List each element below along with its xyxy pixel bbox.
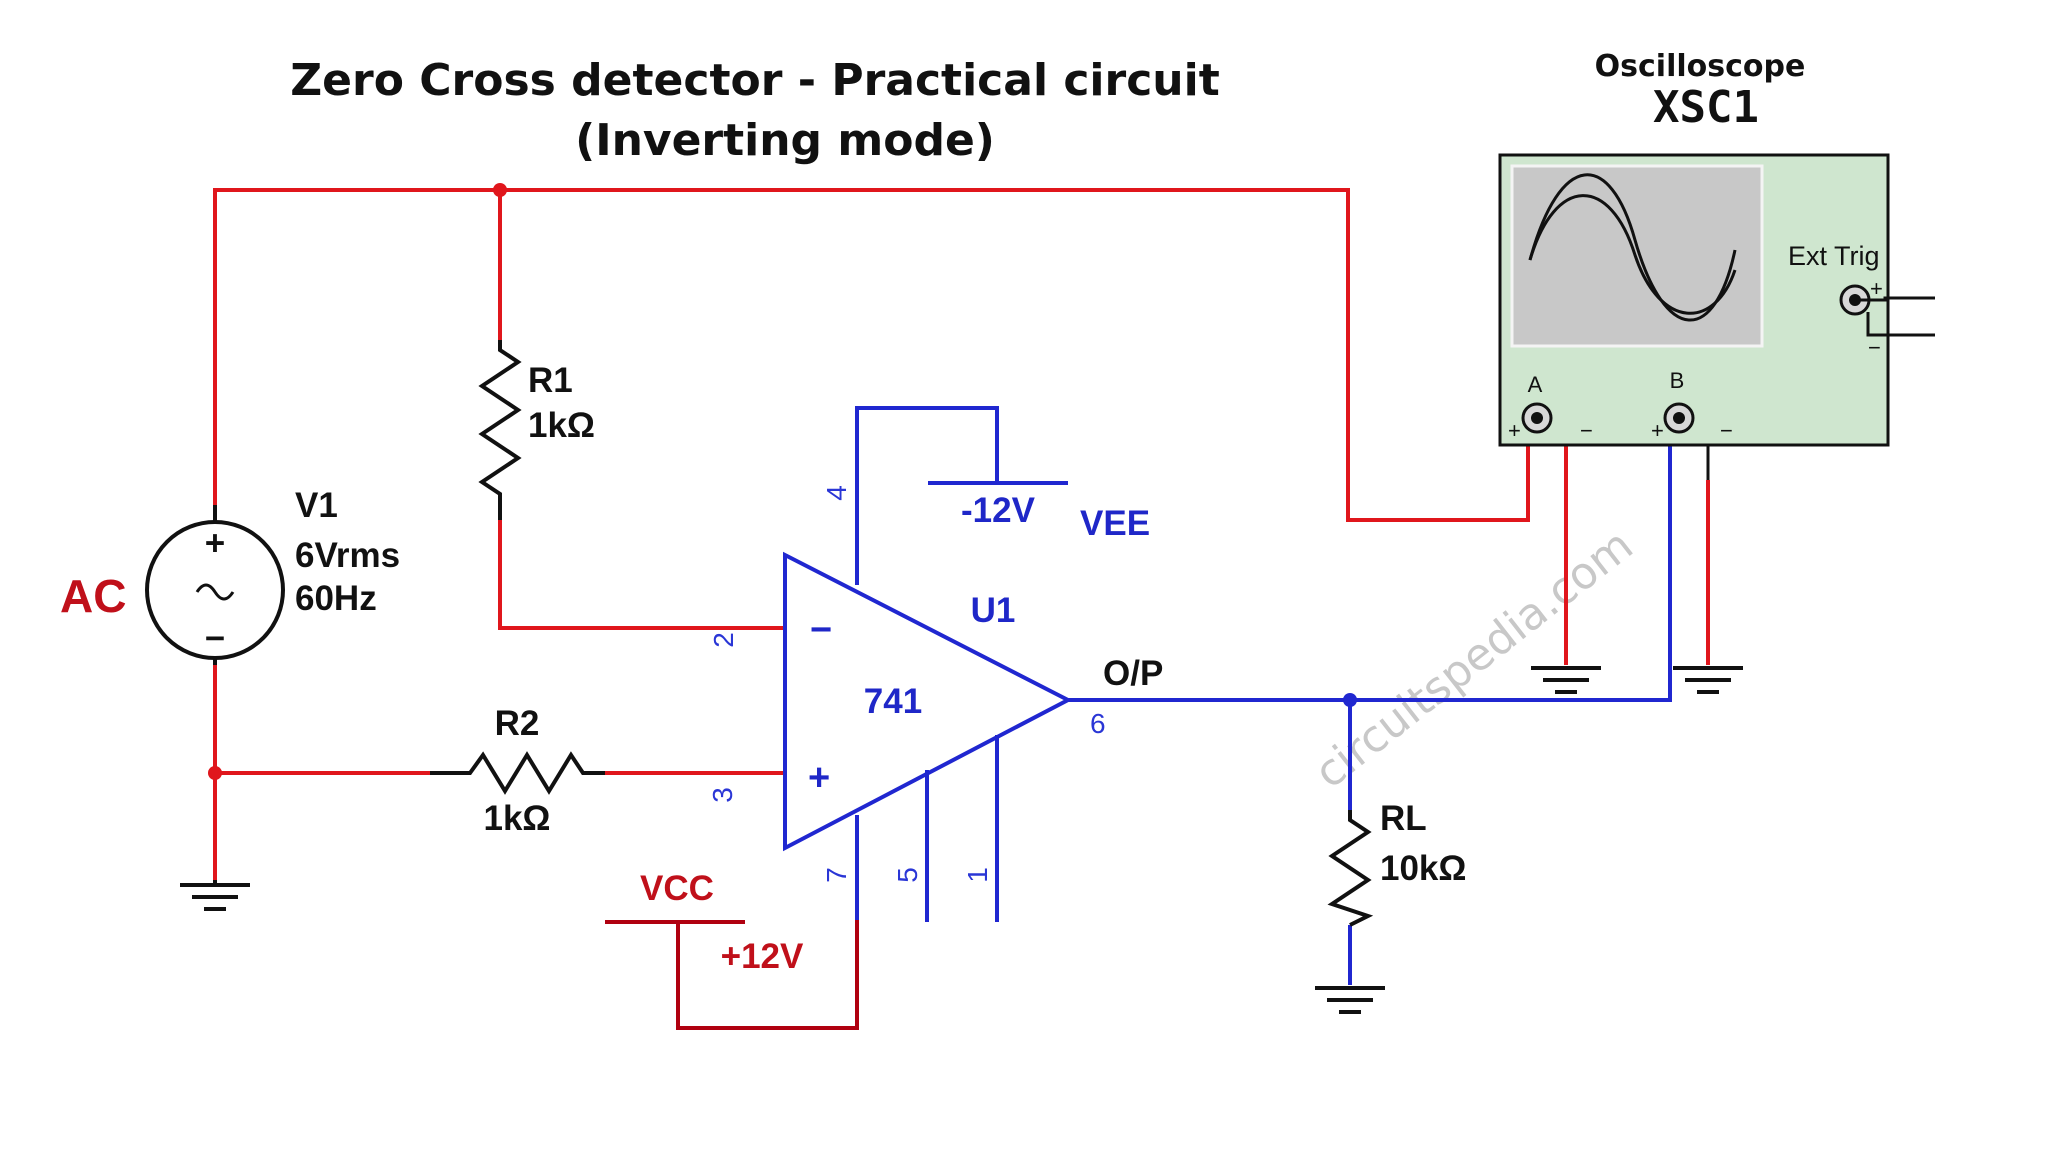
ext-trig-leads: [1855, 296, 1935, 337]
source-frequency: 60Hz: [295, 579, 377, 618]
oscilloscope-xsc1[interactable]: Ext Trig A B + − + − + −: [1498, 153, 1890, 447]
channel-b-label: B: [1670, 368, 1685, 393]
source-voltage: 6Vrms: [295, 536, 400, 575]
opamp-triangle: [783, 551, 1073, 852]
wire-pin4-to-vee: [855, 406, 999, 585]
red-wires: [213, 188, 1710, 880]
pin-6-label: 6: [1090, 708, 1106, 739]
opamp-ref: U1: [971, 591, 1016, 630]
channel-a-plus: +: [1508, 418, 1521, 443]
ground-symbol-scope-a: [1531, 666, 1601, 694]
channel-b-plus: +: [1651, 418, 1664, 443]
blue-wires: [855, 406, 1672, 985]
wire-output: [1068, 425, 1672, 702]
source-plus-sign: +: [205, 524, 225, 563]
oscilloscope-screen: [1510, 164, 1764, 348]
waveform-trace-b: [1528, 194, 1737, 315]
vee-value: -12V: [961, 491, 1036, 530]
channel-a-terminal-icon[interactable]: [1521, 402, 1553, 434]
channel-a-label: A: [1528, 372, 1543, 397]
wire-vcc-to-pin7: [676, 920, 859, 1030]
opamp-model: 741: [864, 682, 922, 721]
pin-7-label: 7: [821, 867, 852, 883]
pin-4-label: 4: [821, 485, 852, 501]
sine-symbol-icon: [195, 583, 235, 601]
oscilloscope-title: Oscilloscope: [1595, 49, 1806, 84]
ac-label: AC: [60, 570, 126, 622]
r1-name: R1: [528, 361, 573, 400]
ground-symbol-rl: [1315, 986, 1385, 1014]
source-minus-sign: −: [205, 619, 225, 658]
opamp-inverting-sign: −: [810, 609, 832, 651]
rl-resistor-icon: [1327, 810, 1374, 927]
r2-name: R2: [495, 704, 540, 743]
vee-name: VEE: [1080, 504, 1150, 543]
source-name: V1: [295, 486, 338, 525]
junction-output: [1343, 693, 1357, 707]
ext-trig-label: Ext Trig: [1788, 241, 1880, 271]
waveform-trace-a: [1528, 173, 1737, 322]
pin-2-label: 2: [708, 632, 739, 648]
wire-r1-to-inverting: [498, 520, 785, 630]
channel-a-minus: −: [1580, 418, 1593, 443]
pin-1-label: 1: [962, 867, 993, 883]
channel-b-minus: −: [1720, 418, 1733, 443]
pin-3-label: 3: [707, 787, 738, 803]
vcc-name: VCC: [640, 869, 714, 908]
opamp-noninverting-sign: +: [808, 757, 830, 799]
r2-resistor-icon: [430, 751, 605, 795]
r1-resistor-icon: [478, 340, 522, 520]
wire-top-rail: [213, 188, 1530, 522]
ground-symbol-source: [180, 880, 250, 911]
output-label: O/P: [1103, 654, 1163, 693]
r2-value: 1kΩ: [484, 799, 551, 838]
rl-value: 10kΩ: [1380, 849, 1466, 888]
ext-trig-plus: +: [1870, 276, 1883, 301]
oscilloscope-id: XSC1: [1653, 82, 1759, 133]
junction-source-bottom: [208, 766, 222, 780]
ground-symbol-scope-b: [1673, 666, 1743, 694]
rl-name: RL: [1380, 799, 1427, 838]
pin-5-label: 5: [892, 867, 923, 883]
ac-source-v1: + −: [145, 505, 285, 665]
vcc-wires: [605, 920, 859, 1030]
channel-b-terminal-icon[interactable]: [1663, 402, 1695, 434]
junction-top-rail: [493, 183, 507, 197]
ext-trig-minus: −: [1868, 335, 1881, 360]
r1-value: 1kΩ: [528, 406, 595, 445]
vcc-value: +12V: [721, 937, 804, 976]
diagram-title-line1: Zero Cross detector - Practical circuit: [290, 55, 1219, 106]
watermark-text: circuitspedia.com: [1305, 520, 1642, 799]
diagram-title-line2: (Inverting mode): [575, 115, 995, 166]
